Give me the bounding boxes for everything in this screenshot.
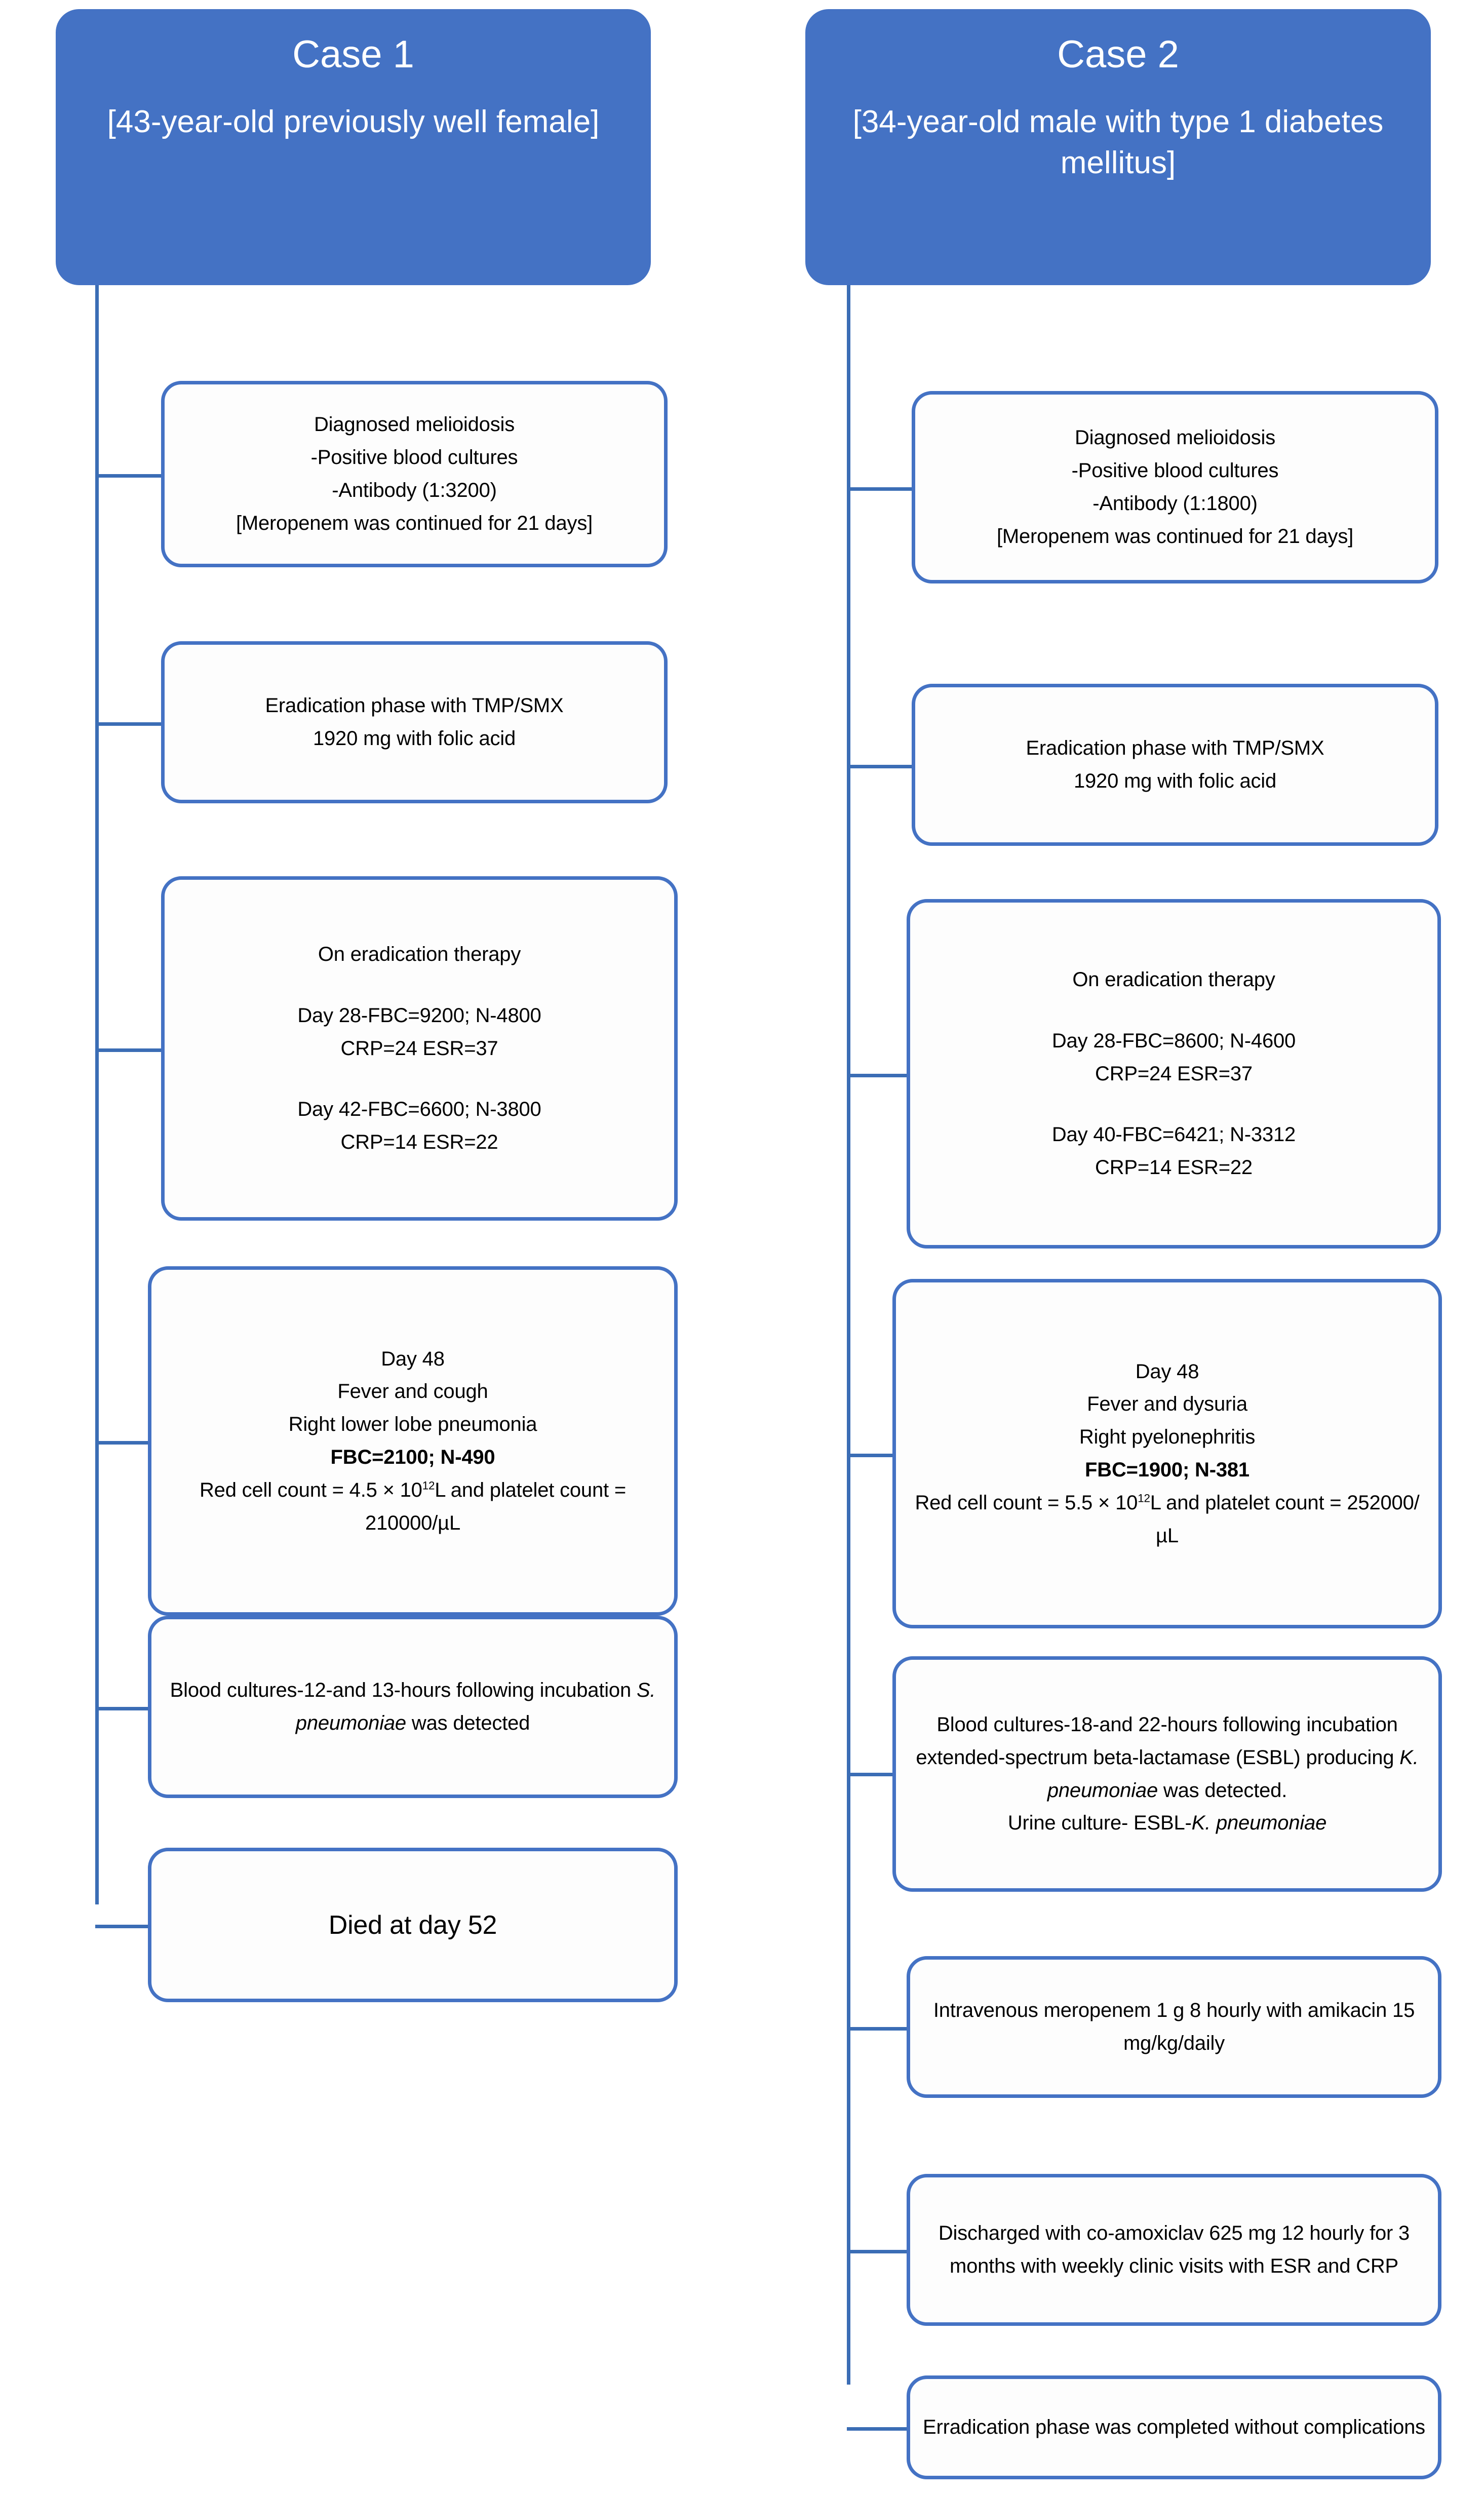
connector-stub — [847, 2027, 907, 2031]
step-text-line: Day 42-FBC=6600; N-3800 — [297, 1098, 541, 1121]
connector-stub — [95, 1925, 148, 1928]
step-text-line: Red cell count = 4.5 × 1012L and platele… — [199, 1478, 626, 1534]
step-box-discharge-plan: Discharged with co-amoxiclav 625 mg 12 h… — [907, 2174, 1441, 2326]
step-text-line: [Meropenem was continued for 21 days] — [236, 512, 593, 534]
step-text-line: Day 48 — [1135, 1360, 1199, 1383]
step-text-line: -Antibody (1:1800) — [1092, 492, 1258, 515]
step-text-line: Fever and cough — [337, 1380, 488, 1403]
step-text-line: FBC=2100; N-490 — [330, 1446, 495, 1468]
case-title: Case 1 — [292, 33, 414, 76]
step-text-line: Right lower lobe pneumonia — [288, 1413, 537, 1436]
step-text-line: Day 48 — [381, 1347, 445, 1370]
case-subtitle: [34-year-old male with type 1 diabetes m… — [852, 104, 1384, 180]
step-box-outcome: Died at day 52 — [148, 1848, 678, 2002]
step-text-line: Urine culture- ESBL-K. pneumoniae — [1007, 1812, 1327, 1835]
step-text-line: -Antibody (1:3200) — [332, 479, 497, 501]
case-header-2: Case 2 [34-year-old male with type 1 diab… — [805, 9, 1431, 285]
step-box-diagnosis: Diagnosed melioidosis -Positive blood cul… — [912, 391, 1438, 583]
connector-stub — [95, 1048, 161, 1052]
step-text-line: Eradication phase with TMP/SMX — [265, 694, 564, 717]
connector-stub — [95, 722, 161, 726]
connector-stub — [847, 1773, 892, 1776]
step-box-intravenous-therapy: Intravenous meropenem 1 g 8 hourly with … — [907, 1956, 1441, 2098]
connector-stub — [95, 474, 161, 478]
step-box-diagnosis: Diagnosed melioidosis -Positive blood cul… — [161, 381, 668, 567]
step-box-outcome: Erradication phase was completed without… — [907, 2375, 1441, 2479]
step-text-line: Discharged with co-amoxiclav 625 mg 12 h… — [938, 2222, 1410, 2277]
step-text-line: CRP=24 ESR=37 — [1095, 1062, 1253, 1085]
step-text-line: Blood cultures-18-and 22-hours following… — [916, 1713, 1419, 1802]
case-title: Case 2 — [1057, 33, 1179, 76]
step-text-line: Eradication phase with TMP/SMX — [1026, 737, 1324, 760]
step-text-line: Day 28-FBC=8600; N-4600 — [1051, 1029, 1296, 1052]
step-text-line: Fever and dysuria — [1087, 1393, 1247, 1416]
connector-trunk-1 — [95, 285, 99, 1904]
step-text-line: Died at day 52 — [328, 1910, 497, 1940]
step-box-blood-culture-result: Blood cultures-12-and 13-hours following… — [148, 1616, 678, 1798]
step-text-line: [Meropenem was continued for 21 days] — [996, 525, 1354, 548]
connector-stub — [847, 1074, 907, 1077]
step-text-line: CRP=14 ESR=22 — [1095, 1156, 1253, 1179]
connector-stub — [847, 765, 912, 768]
step-box-eradication-phase: Eradication phase with TMP/SMX 1920 mg wi… — [912, 684, 1438, 846]
connector-stub — [95, 1707, 148, 1710]
step-text-line: Erradication phase was completed without… — [923, 2416, 1425, 2439]
step-text-line: On eradication therapy — [1072, 968, 1275, 991]
connector-trunk-2 — [847, 285, 850, 2385]
connector-stub — [847, 2427, 907, 2431]
step-text-line: Day 40-FBC=6421; N-3312 — [1051, 1123, 1296, 1146]
step-text-line: Right pyelonephritis — [1079, 1426, 1256, 1449]
case-subtitle: [43-year-old previously well female] — [107, 104, 600, 140]
step-box-eradication-phase: Eradication phase with TMP/SMX 1920 mg wi… — [161, 641, 668, 803]
step-text-line: Diagnosed melioidosis — [314, 413, 515, 436]
connector-stub — [847, 1454, 892, 1457]
step-text-line: -Positive blood cultures — [310, 446, 518, 469]
step-text-line: Intravenous meropenem 1 g 8 hourly with … — [933, 1999, 1415, 2054]
step-text-line: Red cell count = 5.5 × 1012L and platele… — [915, 1491, 1420, 1547]
step-text-line: CRP=14 ESR=22 — [340, 1131, 498, 1154]
connector-stub — [847, 487, 912, 491]
step-text-line: Blood cultures-12-and 13-hours following… — [170, 1679, 656, 1734]
connector-stub — [95, 1441, 148, 1445]
case-header-1: Case 1 [43-year-old previously well femal… — [56, 9, 651, 285]
connector-stub — [847, 2250, 907, 2253]
step-text-line: FBC=1900; N-381 — [1085, 1459, 1249, 1481]
step-text-line: -Positive blood cultures — [1071, 459, 1279, 482]
step-box-blood-culture-result: Blood cultures-18-and 22-hours following… — [892, 1656, 1442, 1892]
step-text-line: Day 28-FBC=9200; N-4800 — [297, 1004, 541, 1027]
step-text-line: On eradication therapy — [318, 943, 521, 965]
step-text-line: 1920 mg with folic acid — [313, 727, 516, 750]
step-text-line: Diagnosed melioidosis — [1074, 426, 1275, 449]
step-text-line: 1920 mg with folic acid — [1073, 770, 1277, 792]
step-text-line: CRP=24 ESR=37 — [340, 1037, 498, 1060]
